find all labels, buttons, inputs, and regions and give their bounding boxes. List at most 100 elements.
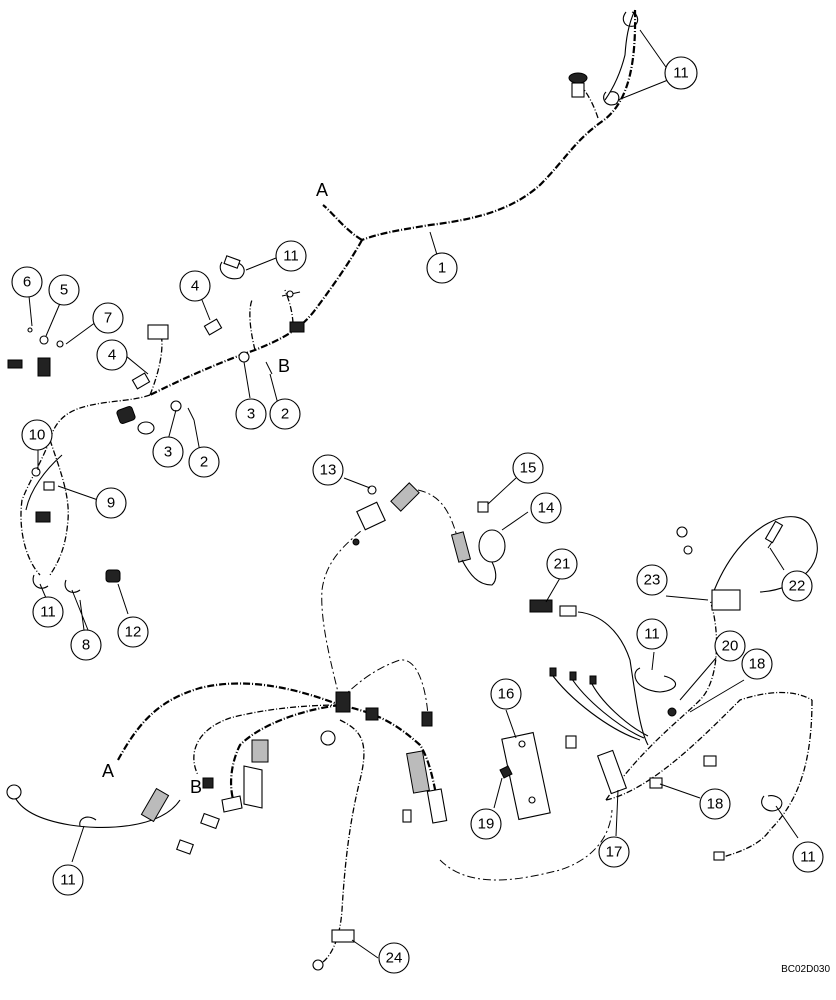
bolt-icon (187, 407, 195, 421)
callout-2-left: 2 (188, 446, 220, 478)
connector-icon (421, 711, 433, 727)
connector-icon (116, 406, 136, 424)
lower-harness (13, 489, 818, 966)
connector-icon (147, 324, 169, 340)
callout-11-strap: 11 (636, 618, 668, 650)
sleeve-icon (406, 750, 430, 794)
callout-label: 24 (386, 950, 403, 967)
callout-21: 21 (546, 548, 578, 580)
callout-14: 14 (530, 492, 562, 524)
tie-strap-icon (634, 667, 677, 693)
washer-icon (238, 351, 250, 363)
callout-label: 11 (283, 248, 299, 265)
grommet-body-icon (571, 82, 585, 98)
connector-icon (202, 777, 214, 789)
callout-label: 20 (722, 638, 739, 655)
connector-icon (559, 605, 577, 617)
main-harness (20, 9, 637, 576)
tie-strap-icon (219, 261, 245, 280)
tie-strap-icon (32, 574, 49, 589)
screw-icon (565, 735, 577, 749)
callout-10: 10 (21, 419, 53, 451)
callout-7: 7 (92, 302, 124, 334)
connector-icon (7, 359, 23, 369)
callout-9: 9 (95, 487, 127, 519)
callout-label: 18 (707, 796, 724, 813)
bolt-icon (221, 795, 243, 813)
callout-12: 12 (117, 616, 149, 648)
clamp-icon (243, 765, 263, 809)
callout-label: 11 (800, 849, 816, 866)
nut-icon (499, 765, 513, 779)
callout-13: 13 (312, 454, 344, 486)
callout-label: 11 (673, 65, 689, 82)
sleeve-icon (140, 787, 170, 823)
leader-lines (27, 29, 799, 959)
callout-6: 6 (11, 266, 43, 298)
callout-18-lower: 18 (699, 788, 731, 820)
terminal-icon (713, 851, 725, 861)
connector-icon (35, 511, 51, 523)
buzzer-icon (478, 529, 506, 563)
callout-label: 4 (108, 347, 116, 364)
callout-1: 1 (426, 252, 458, 284)
callout-label: 10 (29, 427, 46, 444)
callout-17: 17 (598, 836, 630, 868)
callout-4-lower: 4 (96, 339, 128, 371)
washer-icon (31, 467, 41, 477)
callout-label: 1 (438, 260, 446, 277)
switch-icon (105, 569, 121, 583)
grommet-icon (137, 421, 155, 435)
callout-23: 23 (636, 564, 668, 596)
callout-11-bottom-left: 11 (52, 864, 84, 896)
spacer-icon (203, 318, 223, 336)
callout-19: 19 (470, 808, 502, 840)
callout-3-right: 3 (235, 398, 267, 430)
clip-icon (331, 929, 355, 943)
terminal-icon (312, 959, 324, 971)
ring-terminal-icon (676, 526, 688, 538)
callout-8: 8 (70, 629, 102, 661)
sleeve-icon (426, 788, 448, 824)
terminal-icon (176, 839, 194, 855)
tie-strap-icon (79, 816, 97, 827)
terminal-icon (200, 812, 220, 830)
callout-11-left: 11 (32, 596, 64, 628)
callout-11-top-right: 11 (664, 56, 698, 90)
screw-icon (477, 501, 489, 513)
callout-15: 15 (512, 452, 544, 484)
callout-20: 20 (714, 630, 746, 662)
bolt-icon (265, 361, 273, 375)
washer-icon (170, 400, 182, 412)
callout-5: 5 (48, 274, 80, 306)
connector-icon (365, 707, 379, 721)
sleeve-icon (390, 482, 420, 512)
sender-icon (529, 599, 553, 613)
relay-plate-icon (501, 731, 551, 821)
tie-strap-icon (64, 579, 81, 593)
callout-label: 7 (104, 310, 112, 327)
screw-icon (703, 755, 717, 767)
callout-label: 4 (191, 278, 199, 295)
connection-marker-a-lower: A (102, 761, 114, 781)
callout-24: 24 (378, 942, 410, 974)
screw-icon (649, 777, 663, 789)
drawing-code: BC02D030 (781, 964, 830, 975)
sleeve-icon (596, 749, 628, 795)
callout-label: 18 (749, 656, 766, 673)
nut-icon (56, 340, 64, 348)
callout-11-right: 11 (792, 841, 824, 873)
connection-marker-b-upper: B (278, 356, 290, 376)
spacer-icon (131, 372, 151, 390)
callout-label: 5 (60, 282, 68, 299)
connector-icon (6, 784, 22, 800)
screw-icon (43, 481, 55, 491)
callout-18-upper: 18 (741, 648, 773, 680)
tie-head-icon (223, 255, 241, 269)
callout-label: 22 (789, 578, 806, 595)
callout-label: 11 (40, 604, 56, 621)
callout-22: 22 (781, 570, 813, 602)
callout-label: 19 (478, 816, 495, 833)
